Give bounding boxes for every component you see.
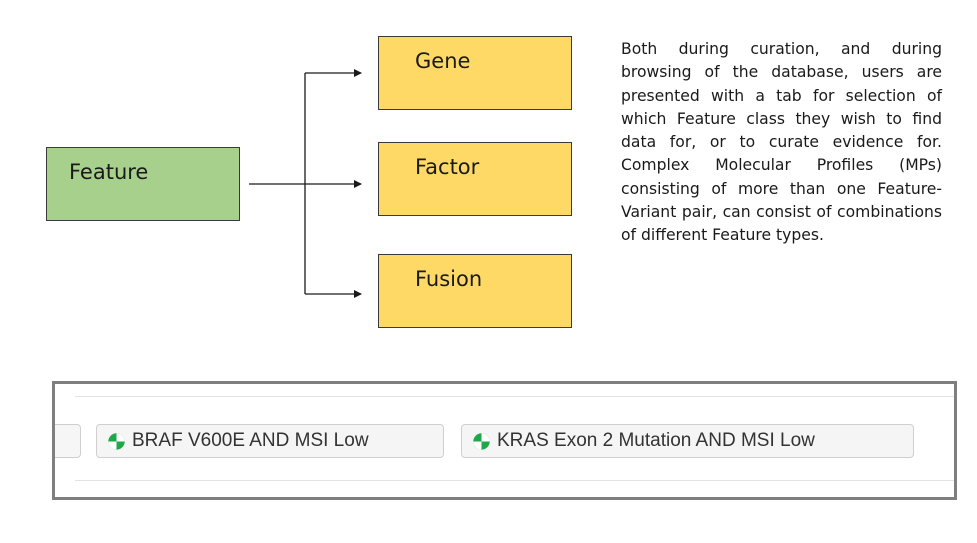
mp-tag-kras-exon2-msi-low[interactable]: KRAS Exon 2 Mutation AND MSI Low — [461, 424, 914, 458]
tag-label: KRAS Exon 2 Mutation AND MSI Low — [497, 430, 815, 451]
factor-label: Factor — [415, 155, 480, 179]
partial-tag[interactable] — [55, 424, 81, 458]
feature-box: Feature — [46, 147, 240, 221]
mp-tag-braf-v600e-msi-low[interactable]: BRAF V600E AND MSI Low — [96, 424, 444, 458]
green-circle-quadrant-icon — [108, 432, 125, 450]
fusion-box: Fusion — [378, 254, 572, 328]
molecular-profile-tag-panel: BRAF V600E AND MSI Low KRAS Exon 2 Mutat… — [52, 381, 957, 500]
fusion-label: Fusion — [415, 267, 483, 291]
factor-box: Factor — [378, 142, 572, 216]
tag-label: BRAF V600E AND MSI Low — [132, 430, 369, 451]
description-text: Both during curation, and during browsin… — [621, 40, 942, 245]
gene-label: Gene — [415, 49, 471, 73]
gene-box: Gene — [378, 36, 572, 110]
panel-divider-bottom — [75, 480, 954, 481]
panel-divider-top — [75, 396, 954, 397]
green-circle-quadrant-icon — [473, 432, 490, 450]
feature-label: Feature — [69, 160, 149, 184]
